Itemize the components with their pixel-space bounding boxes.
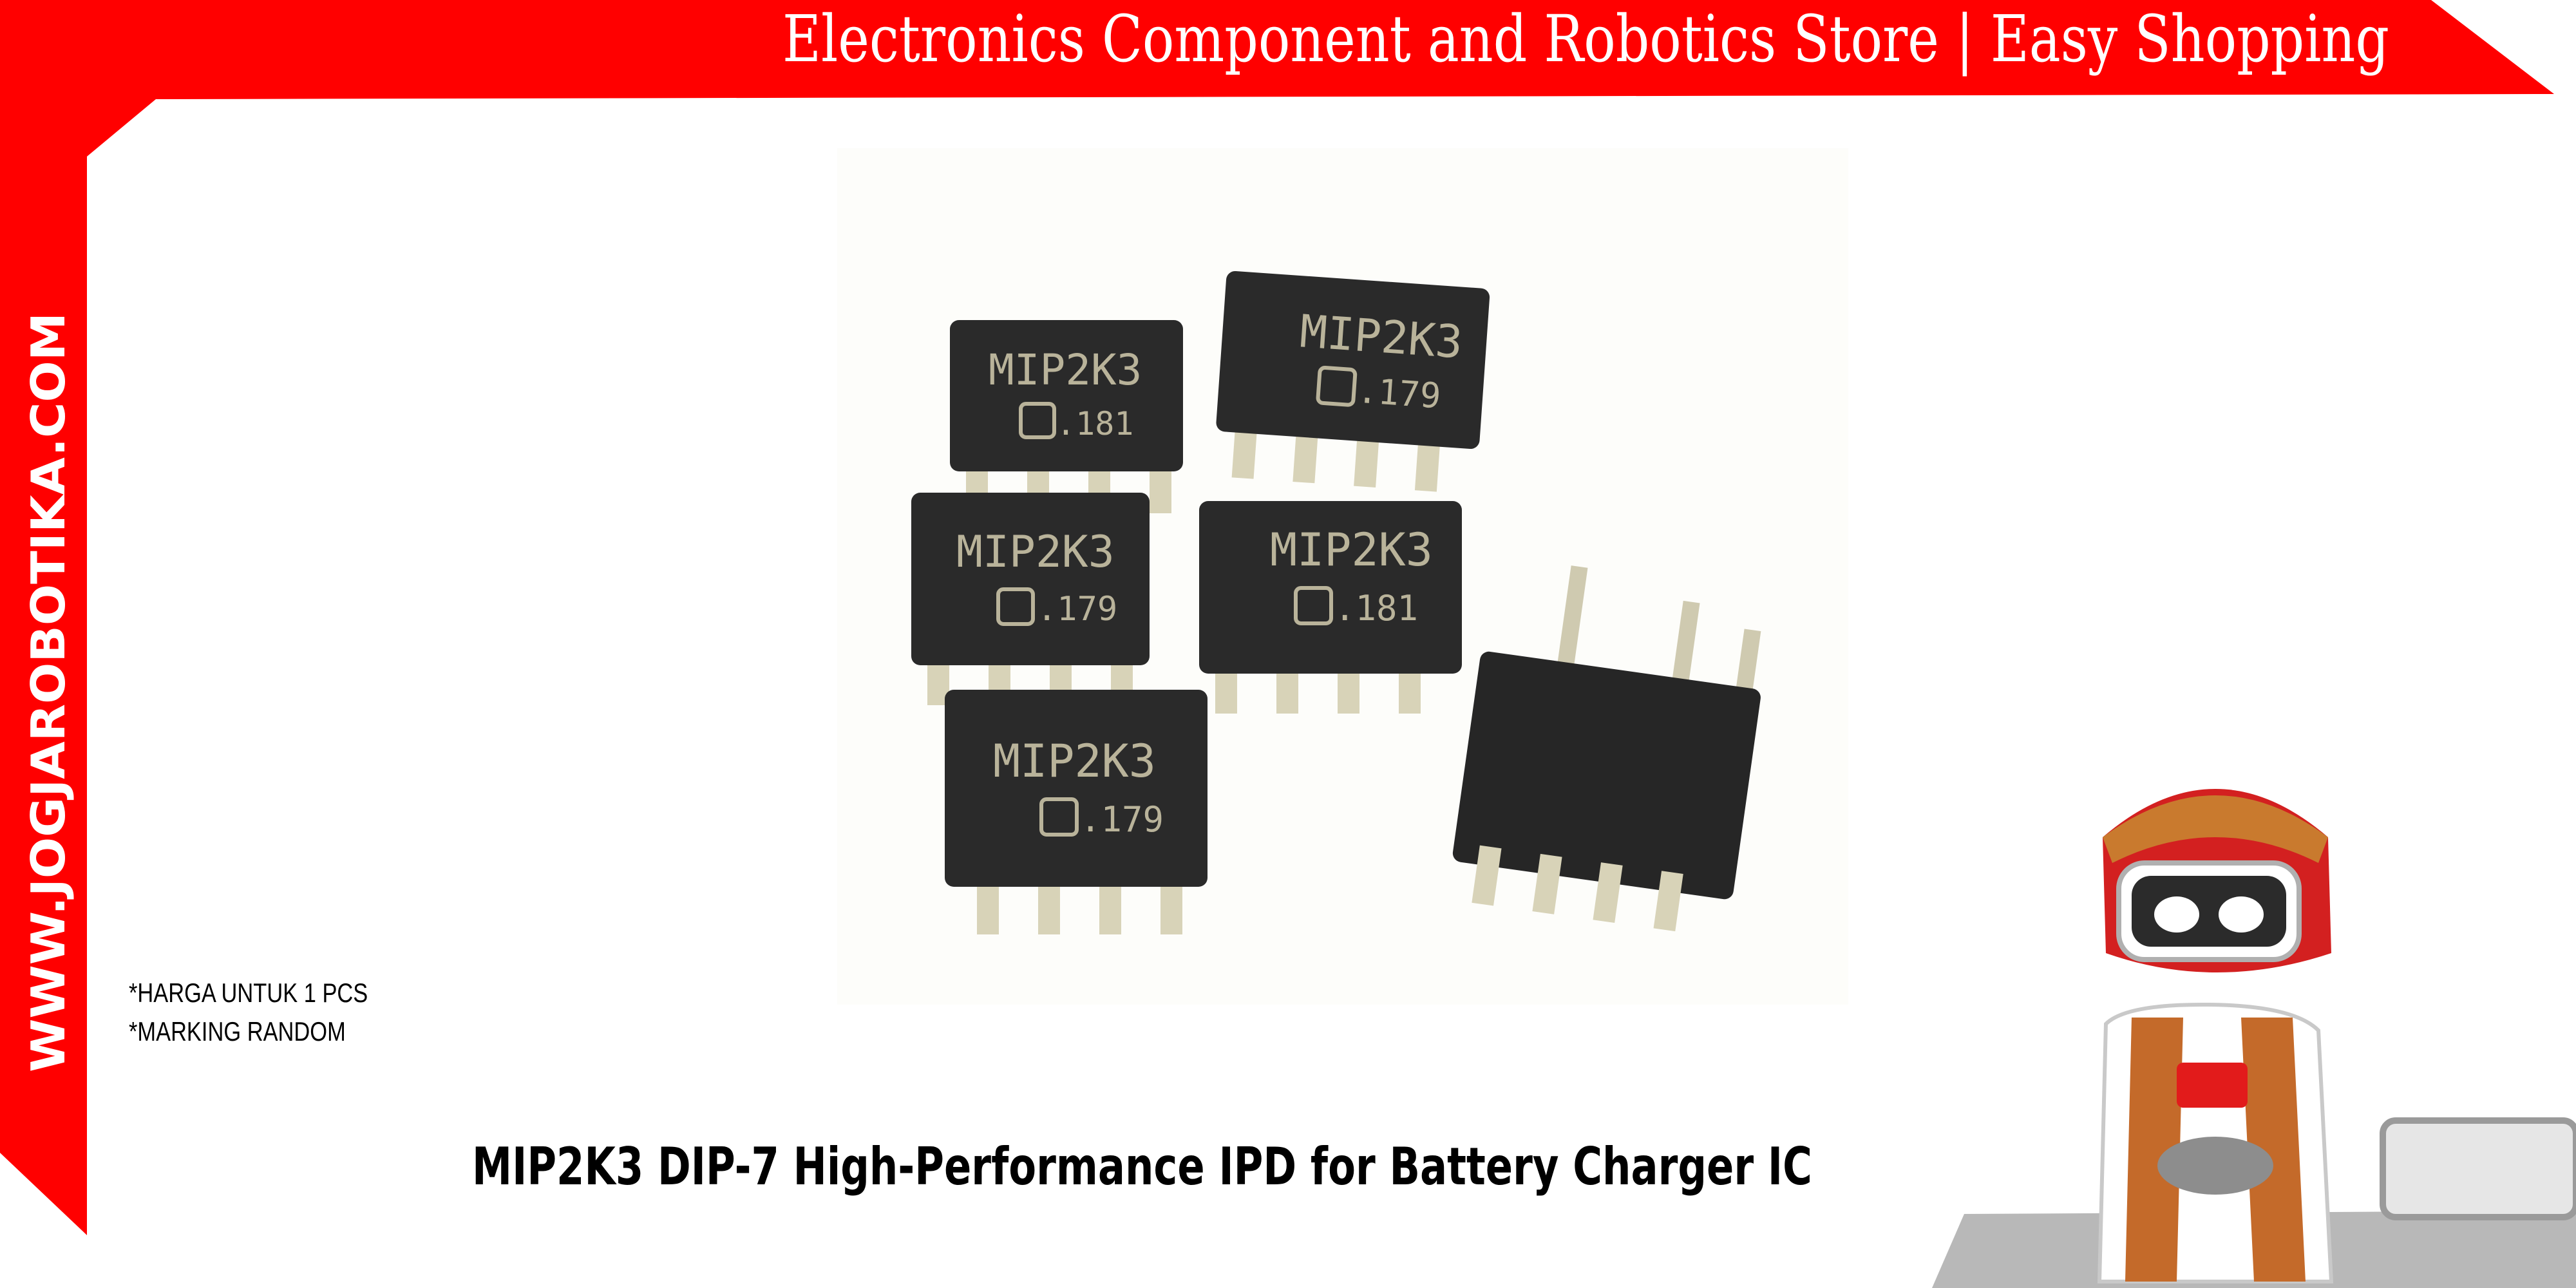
website-vertical-text: WWW.JOGJAROBOTIKA.COM xyxy=(21,312,75,1072)
svg-text:MIP2K3: MIP2K3 xyxy=(1270,524,1433,576)
svg-text:MIP2K3: MIP2K3 xyxy=(1298,305,1464,368)
ic-chip: MIP2K3 .181 xyxy=(1199,501,1462,714)
svg-text:.179: .179 xyxy=(1080,799,1164,840)
svg-text:.181: .181 xyxy=(1334,588,1418,629)
ic-chip: MIP2K3 .179 xyxy=(945,690,1208,934)
ic-chip-sideways xyxy=(1452,565,1761,932)
product-title: MIP2K3 DIP-7 High-Performance IPD for Ba… xyxy=(472,1137,1812,1197)
svg-text:.179: .179 xyxy=(1037,590,1117,629)
svg-text:.181: .181 xyxy=(1056,405,1133,442)
svg-text:.179: .179 xyxy=(1356,370,1442,417)
svg-text:MIP2K3: MIP2K3 xyxy=(956,527,1115,578)
ic-chip: MIP2K3 .179 xyxy=(1216,270,1490,492)
svg-text:MIP2K3: MIP2K3 xyxy=(989,345,1142,395)
note-random-marking: *MARKING RANDOM xyxy=(129,1016,346,1046)
note-price-per-piece: *HARGA UNTUK 1 PCS xyxy=(129,978,368,1008)
banner-tagline: Electronics Component and Robotics Store… xyxy=(782,1,2389,77)
ic-chip: MIP2K3 .181 xyxy=(950,320,1183,513)
ic-chip: MIP2K3 .179 xyxy=(911,493,1150,705)
svg-text:MIP2K3: MIP2K3 xyxy=(993,735,1156,788)
